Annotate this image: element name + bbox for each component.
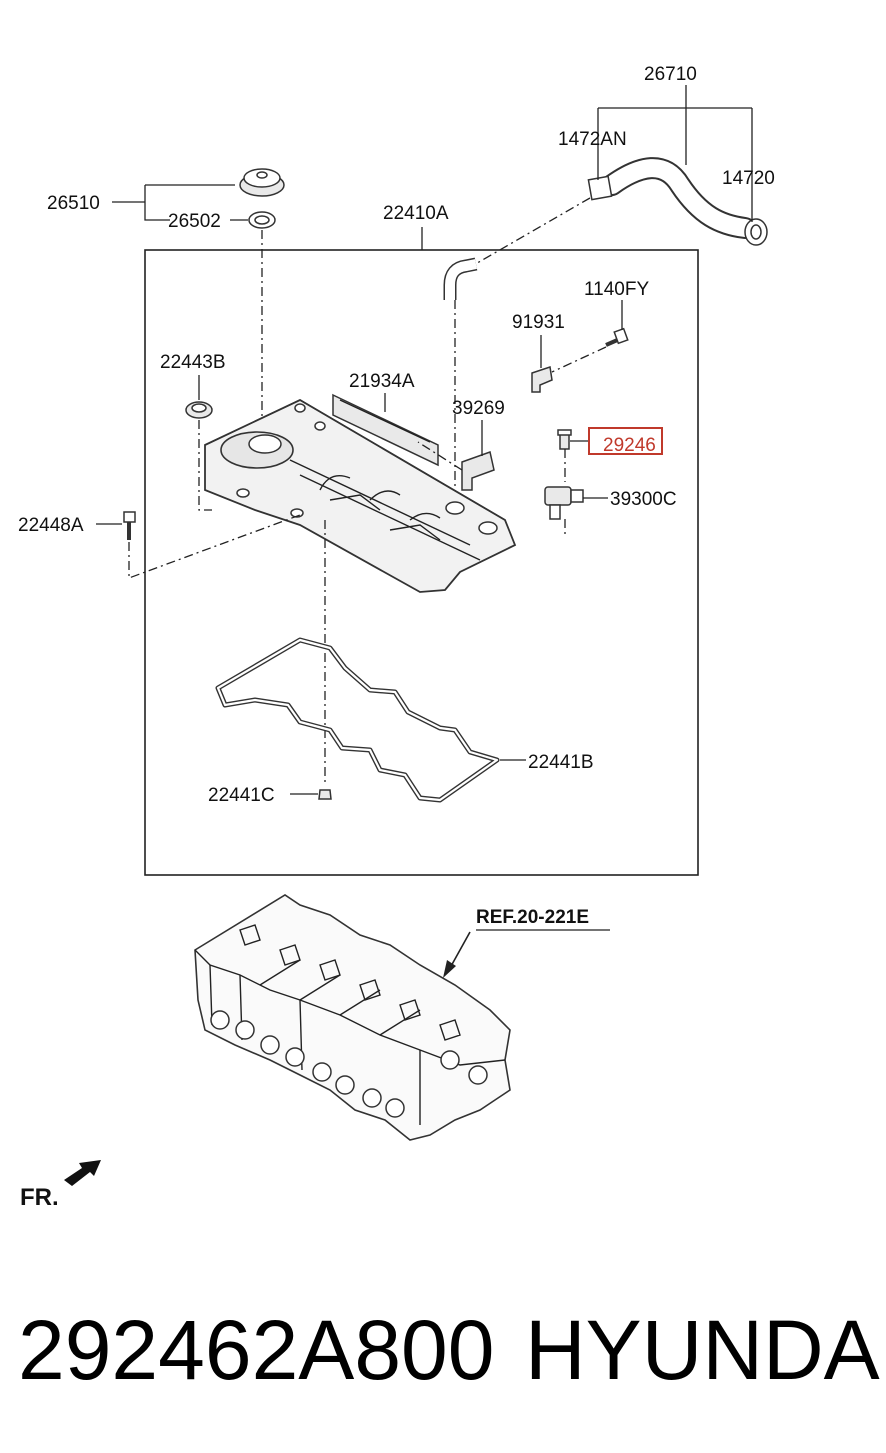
label-22448A: 22448A: [18, 515, 84, 536]
bolt-22448A: [123, 511, 136, 540]
bracket-39269: [461, 451, 495, 491]
label-fr: FR.: [20, 1184, 59, 1211]
label-1140FY: 1140FY: [584, 279, 649, 300]
label-14720: 14720: [722, 168, 775, 189]
bracket-91931: [531, 366, 553, 393]
label-29246: 29246: [603, 435, 656, 456]
label-26510: 26510: [47, 193, 100, 214]
gasket-22441B: [215, 637, 500, 803]
label-22441B: 22441B: [528, 752, 594, 773]
label-1472AN: 1472AN: [558, 129, 627, 150]
brand-name: HYUNDAI: [525, 1303, 886, 1397]
bolt-29246: [557, 429, 572, 450]
pcv-hose: [587, 157, 768, 246]
grommet-22441C: [318, 789, 332, 800]
label-22441C: 22441C: [208, 785, 275, 806]
label-22443B: 22443B: [160, 352, 226, 373]
label-21934A: 21934A: [349, 371, 415, 392]
label-26710: 26710: [644, 64, 697, 85]
rocker-cover: [204, 398, 517, 593]
sensor-39300C: [544, 486, 584, 520]
label-39269: 39269: [452, 398, 505, 419]
label-ref: REF.20-221E: [476, 907, 589, 928]
highlight-box-29246: [588, 427, 663, 455]
bolt-1140FY: [605, 327, 629, 347]
oil-filler-cap: [239, 168, 285, 197]
filler-cap-gasket: [248, 211, 276, 229]
part-number: 292462A800: [18, 1303, 495, 1397]
label-91931: 91931: [512, 312, 565, 333]
pcv-valve: [443, 257, 478, 300]
seal-22443B: [185, 401, 213, 419]
label-22410A: 22410A: [383, 203, 449, 224]
front-arrow-icon: [64, 1160, 101, 1186]
cylinder-head: [194, 894, 511, 1141]
label-26502: 26502: [168, 211, 221, 232]
label-39300C: 39300C: [610, 489, 677, 510]
baffle-21934A: [332, 393, 439, 467]
